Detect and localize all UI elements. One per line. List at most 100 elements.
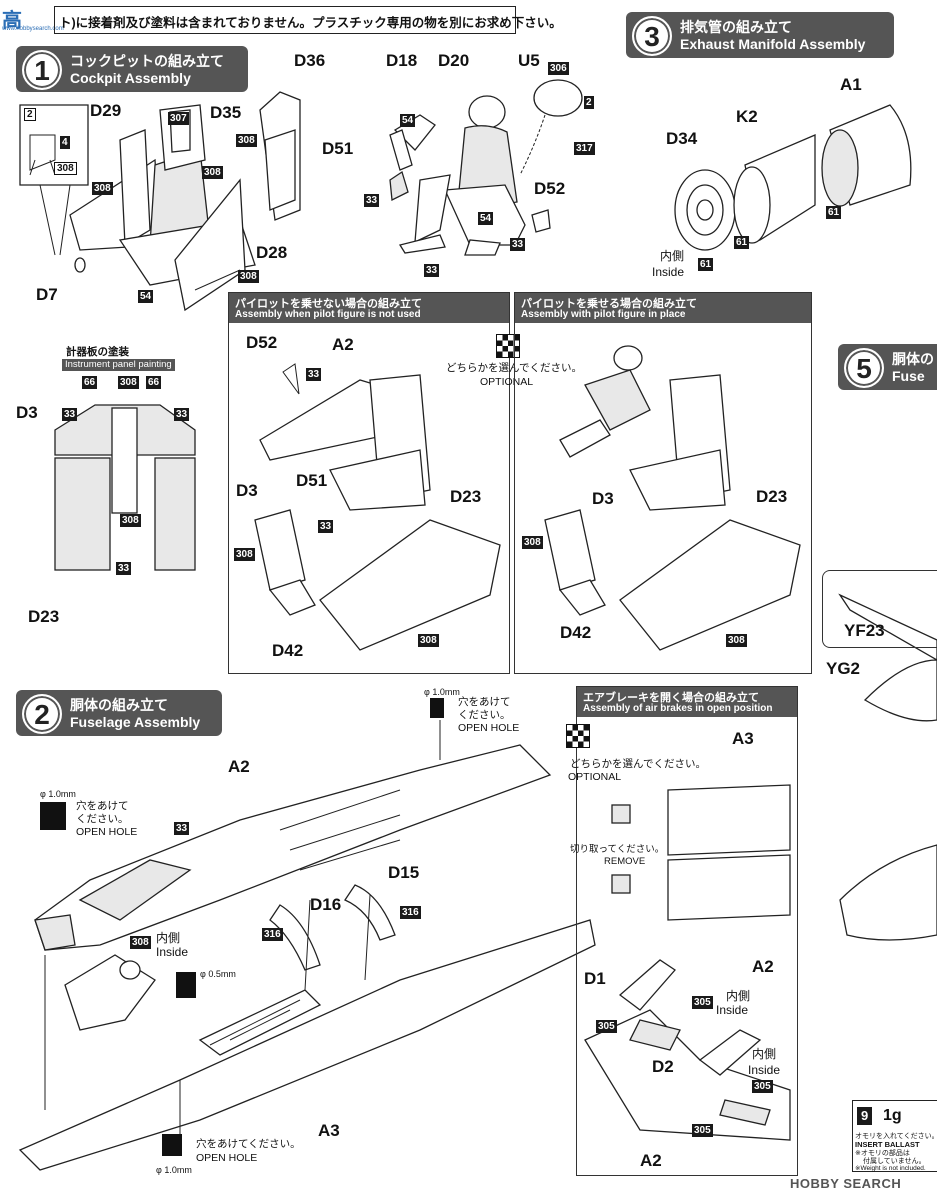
code-61-b: 61: [734, 236, 750, 249]
code-54-c: 54: [478, 212, 494, 225]
code-308-inset: 308: [54, 162, 77, 175]
hole-jp1-left: 穴をあけて: [76, 800, 129, 812]
step-5-title-jp: 胴体の: [892, 351, 934, 367]
open-hole-bottom: 穴をあけてください。 OPEN HOLE φ 1.0mm: [156, 1134, 316, 1180]
code-33-b: 33: [510, 238, 526, 251]
code-308-np-b: 308: [418, 634, 439, 647]
step-5-title-en: Fuse: [892, 368, 925, 384]
part-label-A1: A1: [840, 75, 862, 94]
inside-label-en-ab1: Inside: [716, 1003, 749, 1017]
part-label-D28: D28: [256, 243, 288, 262]
step-2-title-en: Fuselage Assembly: [70, 714, 201, 730]
code-33-ip-c: 33: [116, 562, 132, 575]
airbrake-panel-header: エアブレーキを開く場合の組み立て Assembly of air brakes …: [577, 687, 797, 717]
part-label-D3-np: D3: [236, 481, 258, 500]
part-label-D51-np: D51: [296, 471, 328, 490]
code-308-fus: 308: [130, 936, 151, 949]
part-label-D34: D34: [666, 129, 698, 148]
pilot-figure-drawing: [389, 79, 583, 256]
code-9: 9: [857, 1107, 873, 1125]
code-33-ip-b: 33: [174, 408, 190, 421]
part-label-D1: D1: [584, 969, 606, 988]
instrument-caption-jp: 計器板の塗装: [66, 346, 129, 358]
part-label-YF23: YF23: [844, 621, 885, 640]
hole-en-left: OPEN HOLE: [76, 826, 138, 838]
part-label-D15: D15: [388, 863, 420, 882]
inside-label-en-ab2: Inside: [748, 1063, 781, 1077]
code-33-np-b: 33: [318, 520, 334, 533]
airbrake-drawing: [584, 784, 791, 1141]
part-label-A2-ab: A2: [752, 957, 774, 976]
airbrake-panel: エアブレーキを開く場合の組み立て Assembly of air brakes …: [576, 686, 798, 1176]
remove-text-en: REMOVE: [604, 856, 646, 867]
part-label-U5: U5: [518, 51, 540, 70]
step-1-banner: 1 コックピットの組み立て Cockpit Assembly: [16, 46, 248, 92]
code-308-ip-b: 308: [120, 514, 141, 527]
pilot-assembly-drawing: [544, 345, 801, 651]
hole-diam-small: φ 0.5mm: [200, 969, 236, 979]
part-label-K2: K2: [736, 107, 758, 126]
part-label-YG2: YG2: [826, 659, 861, 678]
step-3-number: 3: [632, 16, 672, 56]
airbrake-title-jp: エアブレーキを開く場合の組み立て: [583, 692, 759, 704]
code-308-ip-a: 308: [118, 376, 139, 389]
inside-label-en-fus: Inside: [156, 945, 189, 959]
part-label-D35: D35: [210, 103, 242, 122]
part-label-D23-np: D23: [450, 487, 482, 506]
code-306: 306: [548, 62, 569, 75]
code-308-a: 308: [236, 134, 257, 147]
part-label-D23-p: D23: [756, 487, 788, 506]
no-pilot-panel: パイロットを乗せない場合の組み立て Assembly when pilot fi…: [228, 292, 510, 674]
hole-jp-bottom: 穴をあけてください。: [196, 1138, 301, 1150]
part-label-A3-fus: A3: [318, 1121, 340, 1140]
optional-icon-2: [566, 724, 590, 748]
part-label-D3-ip: D3: [16, 403, 38, 422]
step5-frame: [822, 570, 937, 648]
no-pilot-assembly-drawing: [254, 363, 501, 651]
code-54-a: 54: [138, 290, 154, 303]
ballast-en: INSERT BALLAST: [855, 1140, 920, 1149]
step-1-title-en: Cockpit Assembly: [70, 70, 191, 86]
code-308-np-a: 308: [234, 548, 255, 561]
part-label-D7: D7: [36, 285, 58, 304]
logo-url: www.hobbysearch.com: [2, 26, 64, 32]
code-308-c: 308: [92, 182, 113, 195]
code-316-a: 316: [262, 928, 283, 941]
code-2-inset: 2: [24, 108, 36, 121]
step-3-title-en: Exhaust Manifold Assembly: [680, 36, 866, 52]
part-label-D3-p: D3: [592, 489, 614, 508]
drill-icon-small: [176, 972, 196, 998]
optional-text-en-2: OPTIONAL: [568, 771, 622, 783]
step-1-number: 1: [22, 50, 62, 90]
optional-text-jp-2: どちらかを選んでください。: [570, 758, 706, 770]
step-1-title-jp: コックピットの組み立て: [70, 53, 224, 69]
part-label-D52: D52: [534, 179, 566, 198]
code-305-a: 305: [692, 996, 713, 1009]
inside-label-en-step3: Inside: [652, 265, 685, 279]
logo: 高 www.hobbysearch.com: [2, 4, 70, 34]
open-hole-small: φ 0.5mm: [176, 968, 246, 1008]
part-label-A2-np: A2: [332, 335, 354, 354]
pilot-title-en: Assembly with pilot figure in place: [521, 309, 686, 320]
code-308-d: 308: [238, 270, 259, 283]
open-hole-left: φ 1.0mm 穴をあけて ください。 OPEN HOLE: [36, 788, 156, 842]
step5-partial-drawing: [838, 593, 937, 941]
part-label-D51: D51: [322, 139, 354, 158]
ballast-jp4: ※Weight is not included.: [855, 1165, 926, 1172]
no-pilot-panel-header: パイロットを乗せない場合の組み立て Assembly when pilot fi…: [229, 293, 509, 323]
code-308-b: 308: [202, 166, 223, 179]
code-4: 4: [60, 136, 70, 149]
step-5-banner: 5 胴体の Fuse: [838, 344, 937, 390]
code-308-p-a: 308: [522, 536, 543, 549]
ballast-box: 9 1g INSERT BALLAST オモリを入れてください。 ※オモリの部品…: [852, 1100, 937, 1172]
code-33-fus: 33: [174, 822, 190, 835]
inside-label-jp-ab1: 内側: [726, 989, 751, 1003]
ballast-jp3: 付属していません。: [863, 1158, 926, 1165]
optional-text-en: OPTIONAL: [480, 376, 534, 388]
code-61-a: 61: [826, 206, 842, 219]
hole-en-top: OPEN HOLE: [458, 722, 520, 734]
part-label-D18: D18: [386, 51, 418, 70]
header-notice-box: ト)に接着剤及び塗料は含まれておりません。プラスチック専用の物を別にお求め下さい…: [54, 6, 562, 34]
fuselage-top-drawing: [34, 744, 552, 951]
open-hole-top: φ 1.0mm 穴をあけて ください。 OPEN HOLE: [414, 686, 534, 736]
